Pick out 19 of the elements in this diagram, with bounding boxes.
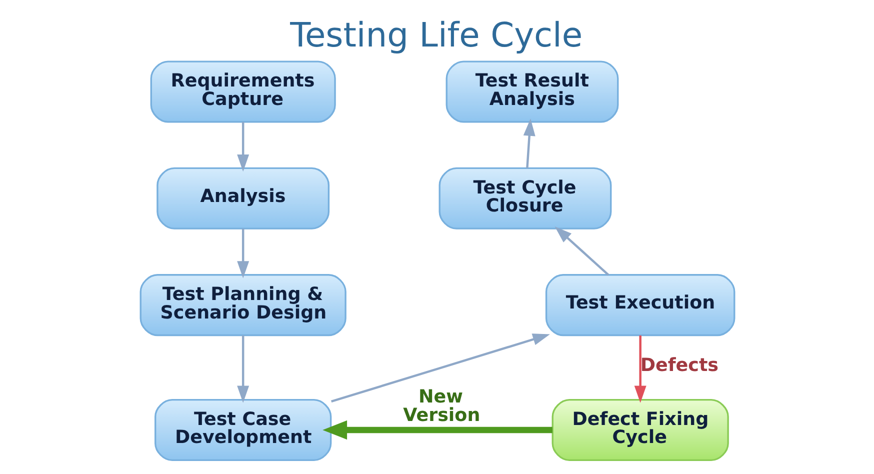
arrow bbox=[554, 226, 609, 276]
node-box: Test Cycle Closure bbox=[438, 167, 612, 230]
node-box: Defect Fixing Cycle bbox=[551, 398, 728, 462]
arrow bbox=[522, 118, 535, 168]
arrow bbox=[236, 228, 249, 278]
node-box: Test Case Development bbox=[154, 398, 332, 462]
diagram-title: Testing Life Cycle bbox=[290, 15, 582, 54]
arrow bbox=[236, 122, 249, 172]
node-box: Requirements Capture bbox=[150, 60, 336, 123]
arrow bbox=[330, 334, 550, 403]
node-box: Test Result Analysis bbox=[445, 60, 618, 123]
edge-label: Defects bbox=[640, 354, 718, 376]
arrow bbox=[634, 335, 646, 403]
edge-label: New Version bbox=[402, 386, 480, 426]
arrow bbox=[236, 335, 249, 403]
node-box: Analysis bbox=[156, 167, 330, 230]
node-box: Test Planning & Scenario Design bbox=[139, 274, 346, 336]
node-box: Test Execution bbox=[544, 274, 735, 336]
arrow bbox=[322, 420, 552, 440]
